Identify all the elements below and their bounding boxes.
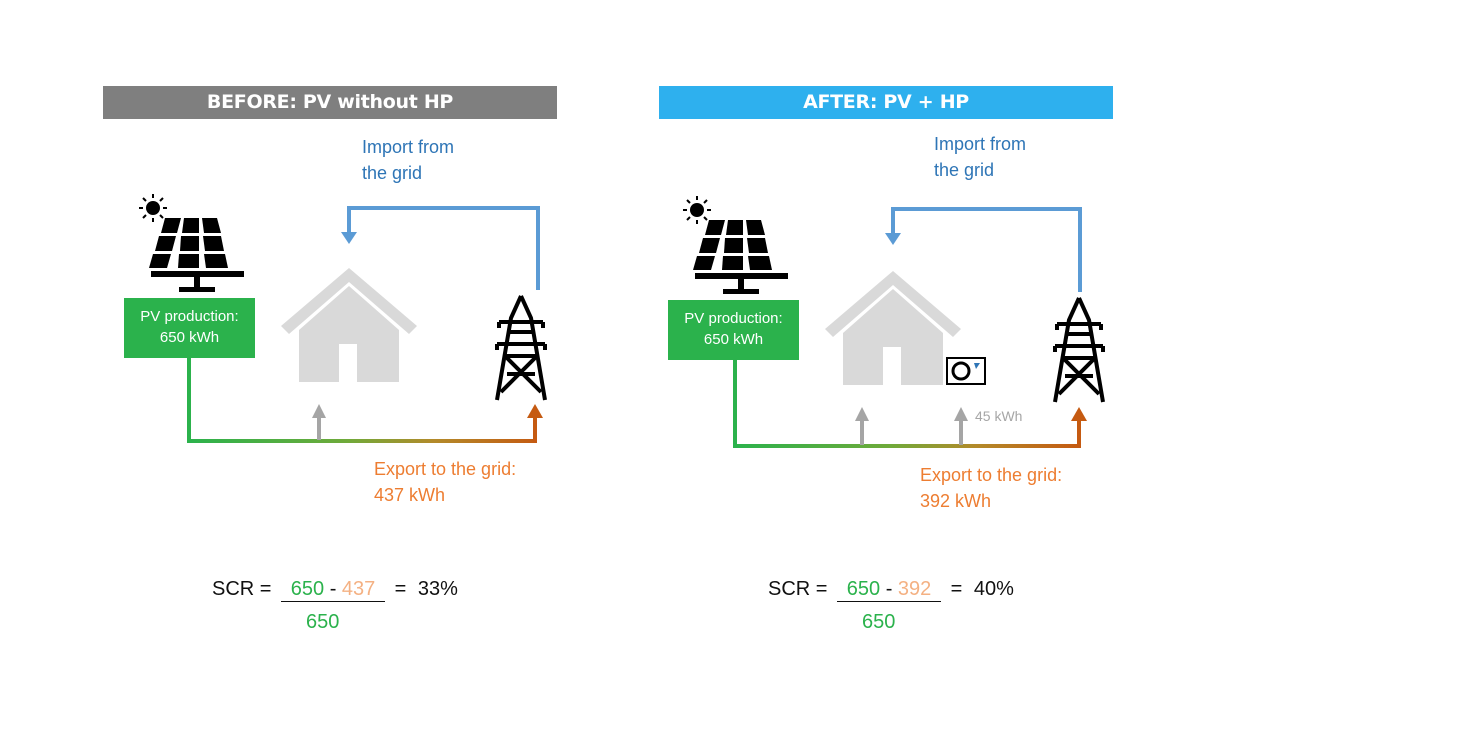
self-consumption-arrow bbox=[855, 407, 869, 445]
power-pylon-icon bbox=[1053, 297, 1105, 403]
after-panel: AFTER: PV + HP Import from the grid bbox=[659, 0, 1219, 729]
scr-formula: SCR = 650 - 392 = 40% 650 bbox=[768, 578, 1014, 633]
heat-pump-consumption-label: 45 kWh bbox=[975, 408, 1023, 424]
after-flow-diagram bbox=[683, 196, 1105, 448]
export-label: Export to the grid: 437 kWh bbox=[374, 459, 517, 505]
before-panel: BEFORE: PV without HP Import from the gr… bbox=[103, 0, 663, 729]
export-line bbox=[733, 359, 1087, 448]
sun-icon bbox=[139, 194, 167, 222]
scr-formula: SCR = 650 - 437 = 33% 650 bbox=[212, 578, 458, 633]
house-icon bbox=[281, 268, 417, 382]
import-label: Import from the grid bbox=[934, 134, 1027, 180]
import-label: Import from the grid bbox=[362, 137, 455, 183]
before-flow-diagram bbox=[139, 194, 547, 443]
heat-pump-arrow bbox=[954, 407, 968, 445]
sun-icon bbox=[683, 196, 711, 224]
after-title: AFTER: PV + HP bbox=[659, 86, 1113, 119]
import-arrow bbox=[341, 206, 540, 290]
pv-production-box: PV production: 650 kWh bbox=[124, 298, 255, 358]
pv-production-box: PV production: 650 kWh bbox=[668, 300, 799, 360]
power-pylon-icon bbox=[495, 295, 547, 401]
export-line bbox=[187, 356, 543, 443]
self-consumption-arrow bbox=[312, 404, 326, 440]
before-title: BEFORE: PV without HP bbox=[103, 86, 557, 119]
heat-pump-icon bbox=[946, 357, 986, 385]
solar-panel-icon bbox=[693, 220, 788, 294]
export-label: Export to the grid: 392 kWh bbox=[920, 465, 1063, 511]
import-arrow bbox=[885, 207, 1082, 292]
solar-panel-icon bbox=[149, 218, 244, 292]
house-icon bbox=[825, 271, 961, 385]
